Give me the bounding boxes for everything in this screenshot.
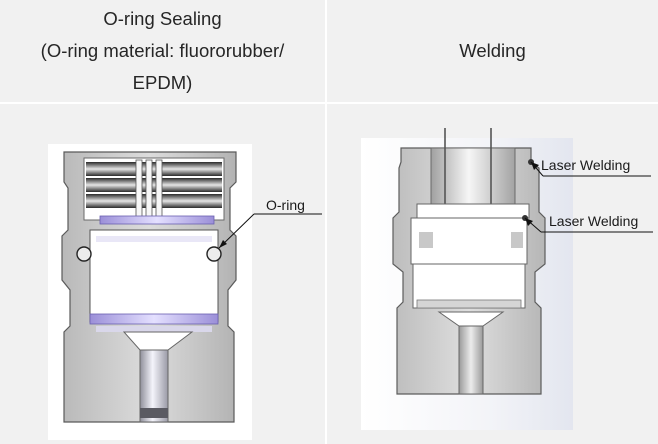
welding-title: Welding bbox=[459, 40, 526, 61]
oring-diaphragm bbox=[89, 313, 219, 325]
oring-chamber-shelf bbox=[96, 236, 212, 242]
welding-callout-upper-arrowhead bbox=[531, 162, 539, 170]
welding-cross-section: Laser Welding Laser Welding bbox=[361, 128, 653, 430]
oring-diagram-cell: O-ring bbox=[0, 104, 327, 444]
header-welding: Welding bbox=[327, 0, 658, 104]
welding-upper-ring bbox=[416, 203, 530, 219]
oring-diaphragm-base bbox=[96, 326, 212, 332]
welding-diaphragm bbox=[416, 299, 522, 309]
oring-coil-band-2 bbox=[86, 178, 222, 192]
oring-coil-band-3 bbox=[86, 194, 222, 208]
oring-main-chamber bbox=[89, 229, 219, 323]
welding-callout-lower-label: Laser Welding bbox=[549, 213, 638, 229]
welding-notch-left bbox=[419, 232, 433, 248]
oring-title-line-1: O-ring Sealing bbox=[103, 8, 222, 29]
welding-notch-right bbox=[511, 232, 523, 248]
oring-upper-plate bbox=[99, 215, 215, 225]
oring-seal-right bbox=[206, 246, 222, 262]
oring-coil-band-1 bbox=[86, 162, 222, 176]
welding-cylinder bbox=[430, 147, 516, 205]
welding-diagram-cell: Laser Welding Laser Welding bbox=[327, 104, 658, 444]
oring-callout-label: O-ring bbox=[266, 197, 305, 213]
oring-callout-arrowhead bbox=[219, 240, 227, 248]
welding-pressure-port bbox=[458, 325, 484, 395]
welding-callout-upper-label: Laser Welding bbox=[541, 157, 630, 173]
welding-upper-chamber bbox=[410, 217, 528, 265]
oring-pin-1 bbox=[135, 159, 143, 219]
header-oring-sealing: O-ring Sealing (O-ring material: fluoror… bbox=[0, 0, 327, 104]
oring-sealing-title: O-ring Sealing (O-ring material: fluoror… bbox=[41, 3, 285, 99]
welding-callout-lower-arrowhead bbox=[525, 218, 533, 226]
oring-seal-left bbox=[76, 246, 92, 262]
oring-pin-2 bbox=[145, 159, 153, 219]
oring-title-line-2: (O-ring material: fluororubber/ bbox=[40, 40, 285, 61]
oring-port-tip bbox=[140, 408, 168, 418]
oring-pin-3 bbox=[155, 159, 163, 219]
oring-sealing-cross-section: O-ring bbox=[48, 144, 322, 440]
oring-title-line-3: EPDM) bbox=[132, 72, 193, 93]
